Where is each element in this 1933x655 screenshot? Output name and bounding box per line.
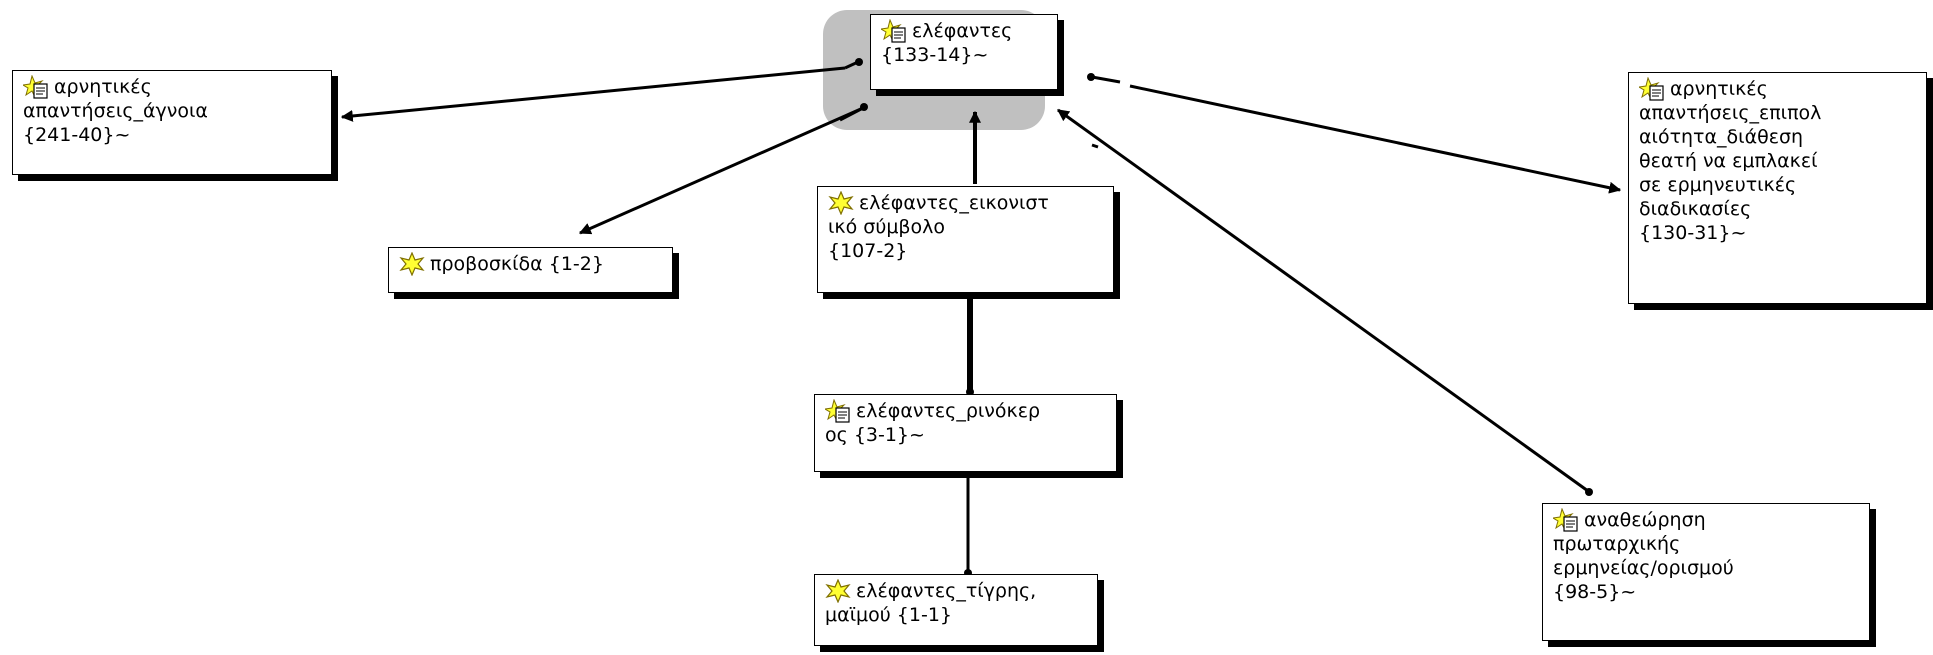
memo-quotation-icon (823, 398, 851, 423)
memo-quotation-icon (1551, 507, 1579, 532)
link-revision-to-center (1057, 108, 1589, 493)
link-dot (855, 58, 863, 66)
link-stub (1091, 143, 1099, 149)
node-rhino[interactable]: ελέφαντες_ρινόκερ ος {3-1}~ (814, 394, 1117, 472)
node-tiger-monkey[interactable]: ελέφαντες_τίγρης, μαϊμού {1-1} (814, 574, 1098, 646)
link-center-to-trunk (578, 106, 864, 235)
node-iconic-symbol[interactable]: ελέφαντες_εικονιστ ικό σύμβολο {107-2} (817, 186, 1114, 293)
link-stub (1091, 75, 1121, 84)
link-stub (839, 106, 864, 122)
node-center-label: ελέφαντες {133-14}~ (881, 20, 1013, 66)
code-star-icon (828, 190, 854, 216)
link-center-to-negative-multiplicity (1129, 84, 1622, 194)
node-trunk[interactable]: προβοσκίδα {1-2} (388, 247, 673, 293)
node-negative-ignorance-label: αρνητικές απαντήσεις_άγνοια {241-40}~ (23, 76, 208, 146)
link-dot (1087, 73, 1095, 81)
node-center[interactable]: ελέφαντες {133-14}~ (870, 14, 1058, 90)
link-dot (860, 103, 868, 111)
code-star-icon (825, 578, 851, 604)
memo-quotation-icon (21, 74, 49, 99)
link-dot (1585, 488, 1593, 496)
node-revision-label: αναθεώρηση πρωταρχικής ερμηνείας/ορισμού… (1553, 509, 1734, 603)
node-rhino-label: ελέφαντες_ρινόκερ ος {3-1}~ (825, 400, 1041, 446)
node-revision[interactable]: αναθεώρηση πρωταρχικής ερμηνείας/ορισμού… (1542, 503, 1870, 641)
link-center-to-negative-ignorance (340, 66, 846, 122)
node-negative-multiplicity-label: αρνητικές απαντήσεις_επιπολ αιότητα_διάθ… (1639, 78, 1822, 244)
node-iconic-symbol-label: ελέφαντες_εικονιστ ικό σύμβολο {107-2} (828, 192, 1049, 262)
memo-quotation-icon (879, 18, 907, 43)
node-trunk-label: προβοσκίδα {1-2} (430, 253, 604, 275)
node-tiger-monkey-label: ελέφαντες_τίγρης, μαϊμού {1-1} (825, 580, 1037, 626)
memo-quotation-icon (1637, 76, 1665, 101)
node-negative-multiplicity[interactable]: αρνητικές απαντήσεις_επιπολ αιότητα_διάθ… (1628, 72, 1927, 304)
code-star-icon (399, 251, 425, 277)
node-negative-ignorance[interactable]: αρνητικές απαντήσεις_άγνοια {241-40}~ (12, 70, 332, 175)
